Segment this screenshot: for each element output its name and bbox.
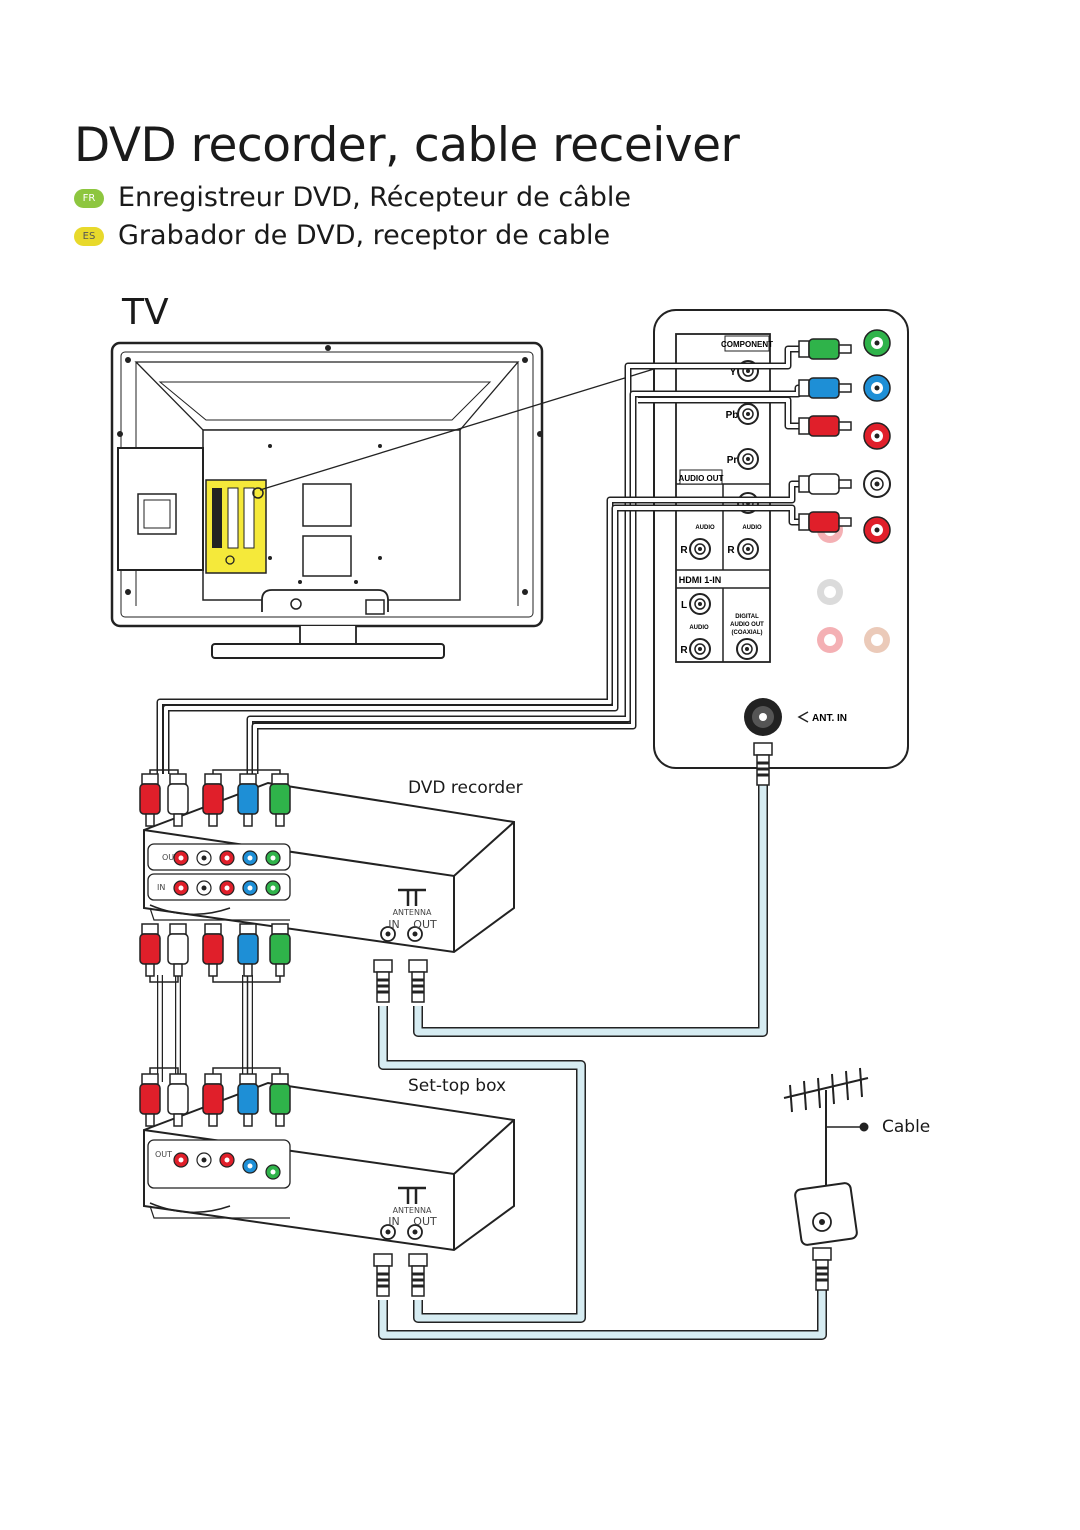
subtitle-es: ES Grabador de DVD, receptor de cable [74,220,610,251]
stb-plugs [139,1067,429,1298]
badge-es: ES [74,227,104,246]
stb-ant-in-label: IN [388,1215,399,1228]
tv-side-panel: COMPONENT AUDIO OUT Y Pb Pr AUDIO AUDIO … [653,309,909,769]
pb-label: Pb [726,410,739,421]
dvd-jacks [173,850,281,896]
cable-label: Cable [882,1117,931,1137]
antenna-icon [783,1067,869,1188]
set-top-box-label: Set-top box [408,1076,507,1096]
digital-label-3: (COAXIAL) [732,630,763,636]
page-title: DVD recorder, cable receiver [74,118,740,173]
dvd-plugs-top [139,769,291,827]
dvd-ant-in-label: IN [388,918,399,931]
audio-label-1: AUDIO [695,525,715,531]
dvd-antenna-label: ANTENNA [393,908,432,917]
r-label-1: R [680,545,688,556]
subtitle-fr: FR Enregistreur DVD, Récepteur de câble [74,182,631,213]
audio-label-3: AUDIO [689,625,709,631]
dvd-ant-out-label: OUT [413,918,437,931]
y-label: Y [730,367,737,378]
subtitle-fr-text: Enregistreur DVD, Récepteur de câble [118,182,631,213]
pr-label: Pr [727,455,738,466]
dvd-recorder-label: DVD recorder [408,778,523,798]
dvd-plugs-bottom [139,923,429,1004]
stb-jacks [173,1152,281,1180]
hdmi-label: HDMI 1-IN [679,575,722,585]
component-label: COMPONENT [721,340,773,349]
wall-outlet [794,1182,858,1292]
r-label-3: R [680,645,688,656]
badge-fr: FR [74,189,104,208]
ant-in-label: ANT. IN [812,713,847,724]
stb-out-label: OUT [155,1150,172,1159]
dvd-out-label: OUT [162,853,179,862]
tv-label: TV [122,292,169,333]
audio-out-label: AUDIO OUT [679,474,724,483]
digital-label-2: AUDIO OUT [730,622,764,628]
subtitle-es-text: Grabador de DVD, receptor de cable [118,220,611,251]
stb-ant-out-label: OUT [413,1215,437,1228]
tv-rear [110,341,655,659]
set-top-box: ANTENNA [143,1081,515,1252]
digital-label-1: DIGITAL [735,614,759,620]
cable-runs [156,345,827,1340]
stb-antenna-label: ANTENNA [393,1206,432,1215]
audio-label-2: AUDIO [742,525,762,531]
dvd-recorder: ANTENNA [143,781,515,954]
l-label: L [681,600,687,611]
r-label-2: R [727,545,735,556]
dvd-in-label: IN [157,883,165,892]
